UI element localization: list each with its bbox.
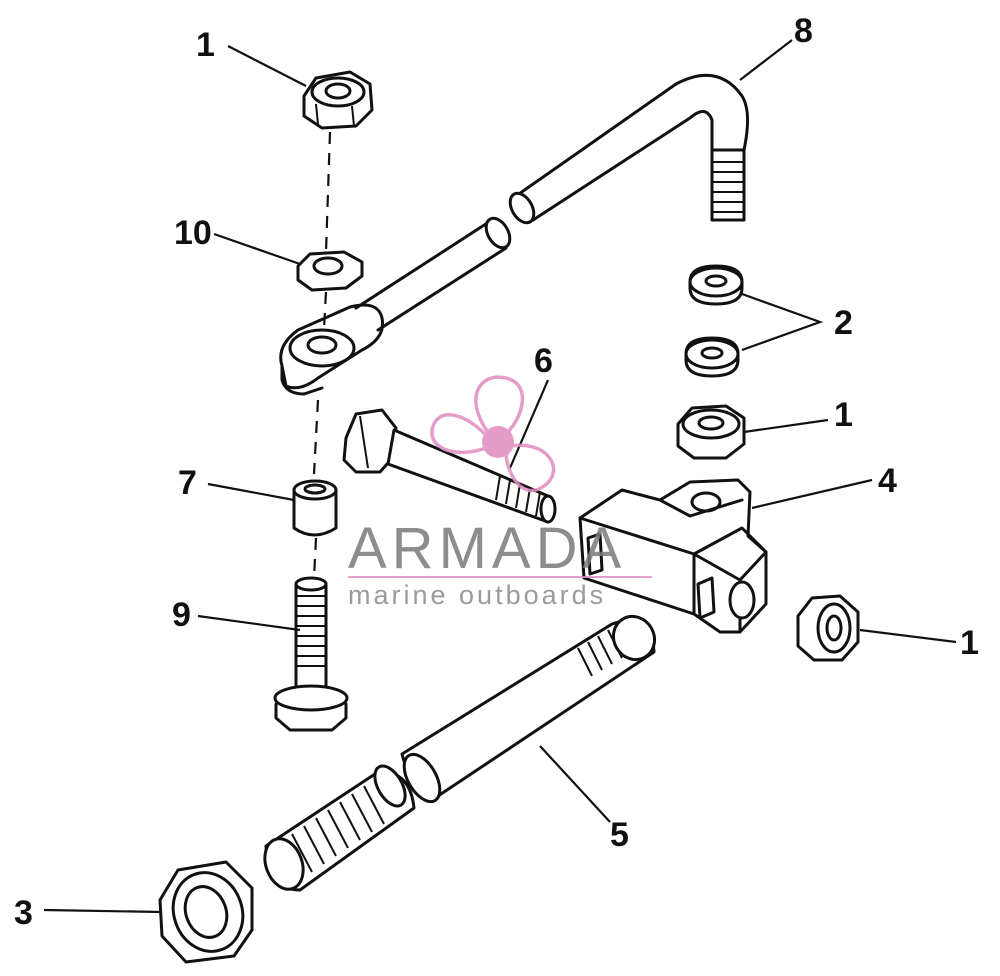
callout-4: 4 [878,462,897,500]
washer-lower [684,336,740,378]
threaded-tube [263,614,657,892]
callout-9: 9 [172,596,191,634]
lock-nut-top [302,70,374,130]
alignment-line-upper [322,131,332,329]
watermark-rule [348,576,652,578]
watermark-logo: ARMADA marine outboards [348,375,652,610]
watermark-brand: ARMADA [348,516,626,581]
callout-8: 8 [794,12,813,50]
alignment-line-lower [312,399,320,579]
watermark-propeller-icon [430,375,556,493]
lock-nut-right [796,594,860,662]
lock-nut-middle [676,404,746,460]
watermark-tagline: marine outboards [348,580,606,610]
watermark-hub [482,426,514,458]
washer-upper [688,264,744,306]
callout-1-right: 1 [960,624,979,662]
callout-6: 6 [534,342,553,380]
callout-2: 2 [834,304,853,342]
callout-labels: 1 8 10 2 6 1 7 4 9 1 5 3 [14,12,979,932]
callout-7: 7 [178,464,197,502]
pivot-bolt [273,576,349,732]
callout-3: 3 [14,894,33,932]
callout-1-top: 1 [196,26,215,64]
hex-bolt [342,408,557,524]
jam-nut [296,250,364,292]
spacer [292,479,338,537]
callout-1-middle: 1 [834,396,853,434]
connector-block [578,478,768,634]
steering-link-rod [279,73,749,396]
callout-5: 5 [610,816,629,854]
callout-10: 10 [174,214,212,252]
large-nut [158,860,254,964]
leader-lines [43,39,957,914]
